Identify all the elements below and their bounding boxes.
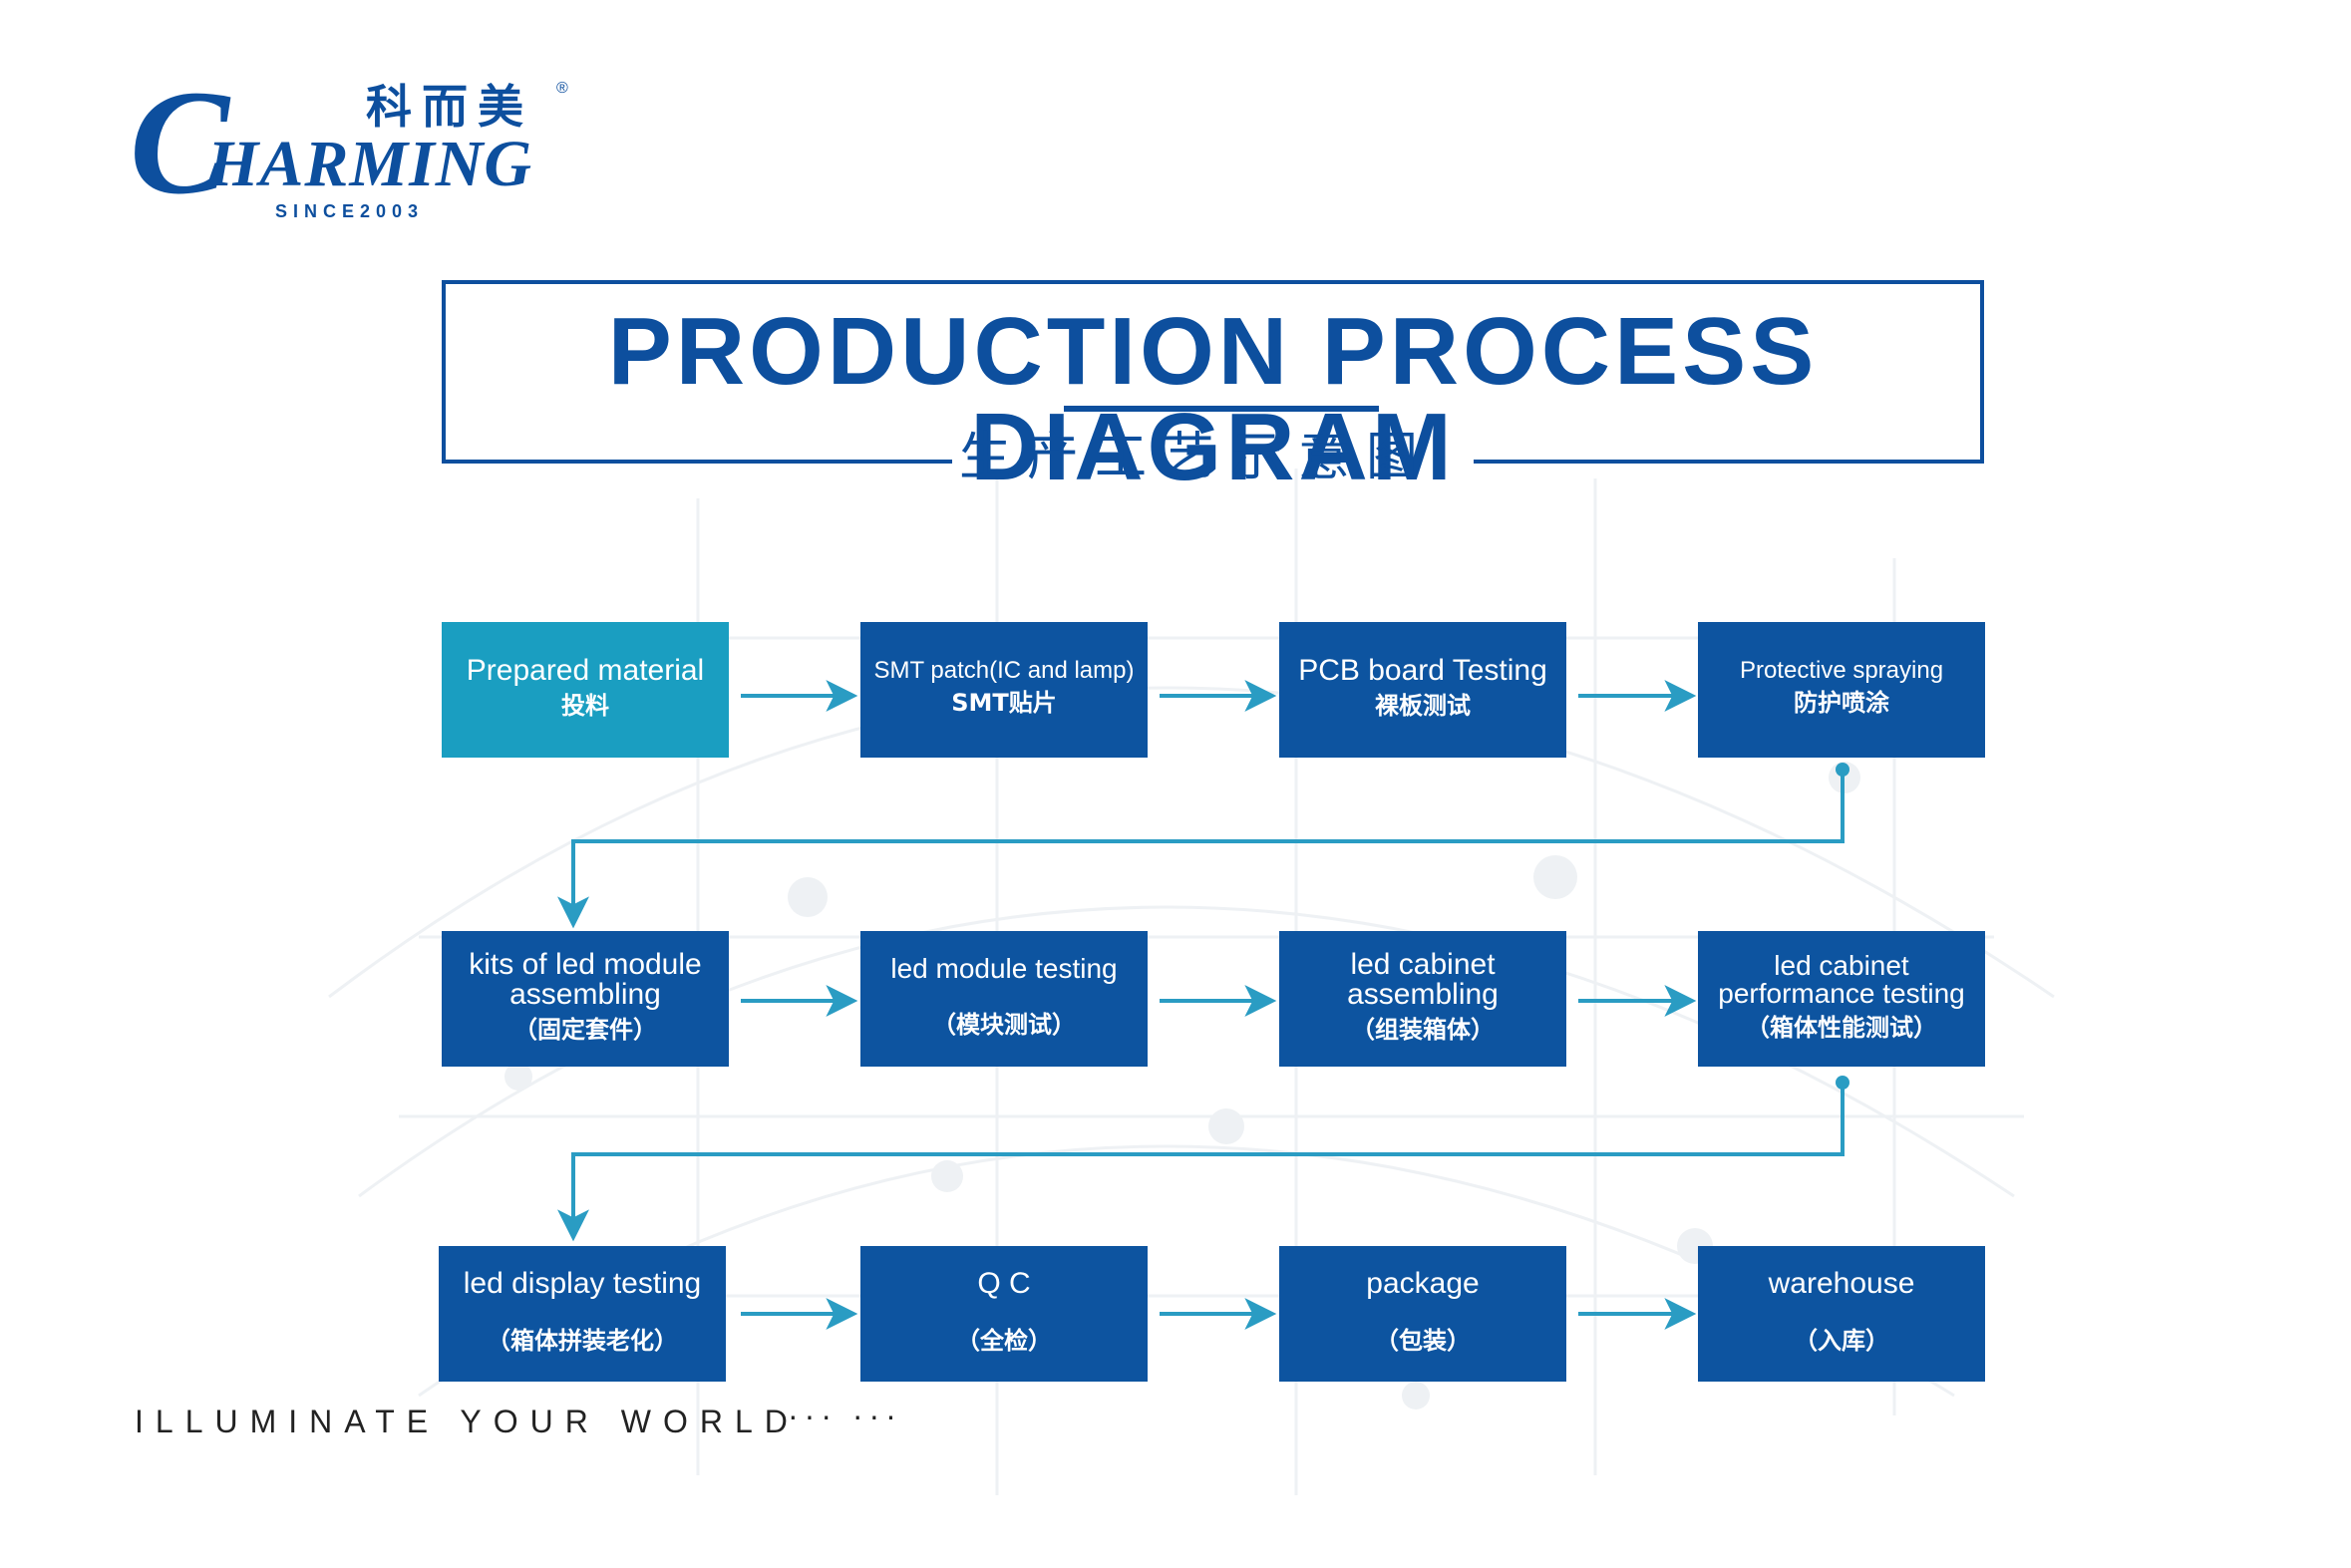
step-label-en: kits of led module assembling xyxy=(469,948,702,1012)
step-label-en: Protective spraying xyxy=(1739,657,1944,685)
step-label-cn: （入库） xyxy=(1794,1327,1889,1356)
step-label-cn: （箱体性能测试） xyxy=(1746,1014,1937,1043)
subtitle-line-right xyxy=(1474,460,1984,464)
step-label-en: Q C xyxy=(977,1267,1031,1301)
step-label-cn: SMT贴片 xyxy=(951,689,1057,718)
step-led-module-testing: led module testing （模块测试） xyxy=(860,931,1148,1067)
tagline: ILLUMINATE YOUR WORLD xyxy=(135,1404,800,1439)
step-label-cn: （包装） xyxy=(1375,1327,1471,1356)
registered-mark: ® xyxy=(556,80,568,97)
step-led-cabinet-assembling: led cabinet assembling （组装箱体） xyxy=(1279,931,1566,1067)
logo-wordmark: HARMING xyxy=(207,128,533,200)
page-title: PRODUCTION PROCESS DIAGRAM xyxy=(607,298,1819,500)
step-label-en: PCB board Testing xyxy=(1298,654,1547,688)
step-led-display-testing: led display testing （箱体拼装老化） xyxy=(439,1246,726,1382)
step-label-en: led cabinet assembling xyxy=(1347,948,1499,1012)
step-label-cn: （固定套件） xyxy=(513,1016,657,1045)
step-prepared-material: Prepared material 投料 xyxy=(442,622,729,758)
page-subtitle: 生产工艺示意图 xyxy=(958,428,1434,487)
step-protective-spraying: Protective spraying 防护喷涂 xyxy=(1698,622,1985,758)
step-label-cn: 投料 xyxy=(561,692,609,721)
step-label-cn: （箱体拼装老化） xyxy=(487,1327,678,1356)
title-frame: PRODUCTION PROCESS DIAGRAM xyxy=(442,280,1984,495)
step-label-en: led cabinet performance testing xyxy=(1718,950,1965,1010)
step-label-en: led display testing xyxy=(463,1267,702,1301)
step-label-en: SMT patch(IC and lamp) xyxy=(873,657,1135,685)
step-label-cn: （全检） xyxy=(956,1327,1052,1356)
step-pcb-board-testing: PCB board Testing 裸板测试 xyxy=(1279,622,1566,758)
company-logo: C HARMING 科而美 ® SINCE2003 xyxy=(130,68,588,227)
step-label-cn: 裸板测试 xyxy=(1375,692,1471,721)
step-warehouse: warehouse （入库） xyxy=(1698,1246,1985,1382)
step-package: package （包装） xyxy=(1279,1246,1566,1382)
step-label-en: package xyxy=(1366,1267,1480,1301)
step-label-en: Prepared material xyxy=(466,654,705,688)
logo-chinese-name: 科而美 xyxy=(366,80,533,134)
step-label-en: led module testing xyxy=(890,953,1118,985)
step-label-cn: （模块测试） xyxy=(932,1011,1076,1040)
logo-since: SINCE2003 xyxy=(275,201,425,221)
step-label-cn: 防护喷涂 xyxy=(1794,689,1889,718)
subtitle-line-left xyxy=(442,460,952,464)
step-smt-patch: SMT patch(IC and lamp) SMT贴片 xyxy=(860,622,1148,758)
step-label-en: warehouse xyxy=(1768,1267,1915,1301)
step-qc: Q C （全检） xyxy=(860,1246,1148,1382)
tagline-dots: ··· ··· xyxy=(788,1398,902,1433)
logo-initial: C xyxy=(130,60,230,225)
step-led-module-assembling: kits of led module assembling （固定套件） xyxy=(442,931,729,1067)
step-label-cn: （组装箱体） xyxy=(1351,1016,1495,1045)
step-led-cabinet-performance-testing: led cabinet performance testing （箱体性能测试） xyxy=(1698,931,1985,1067)
title-underline xyxy=(1064,406,1379,412)
